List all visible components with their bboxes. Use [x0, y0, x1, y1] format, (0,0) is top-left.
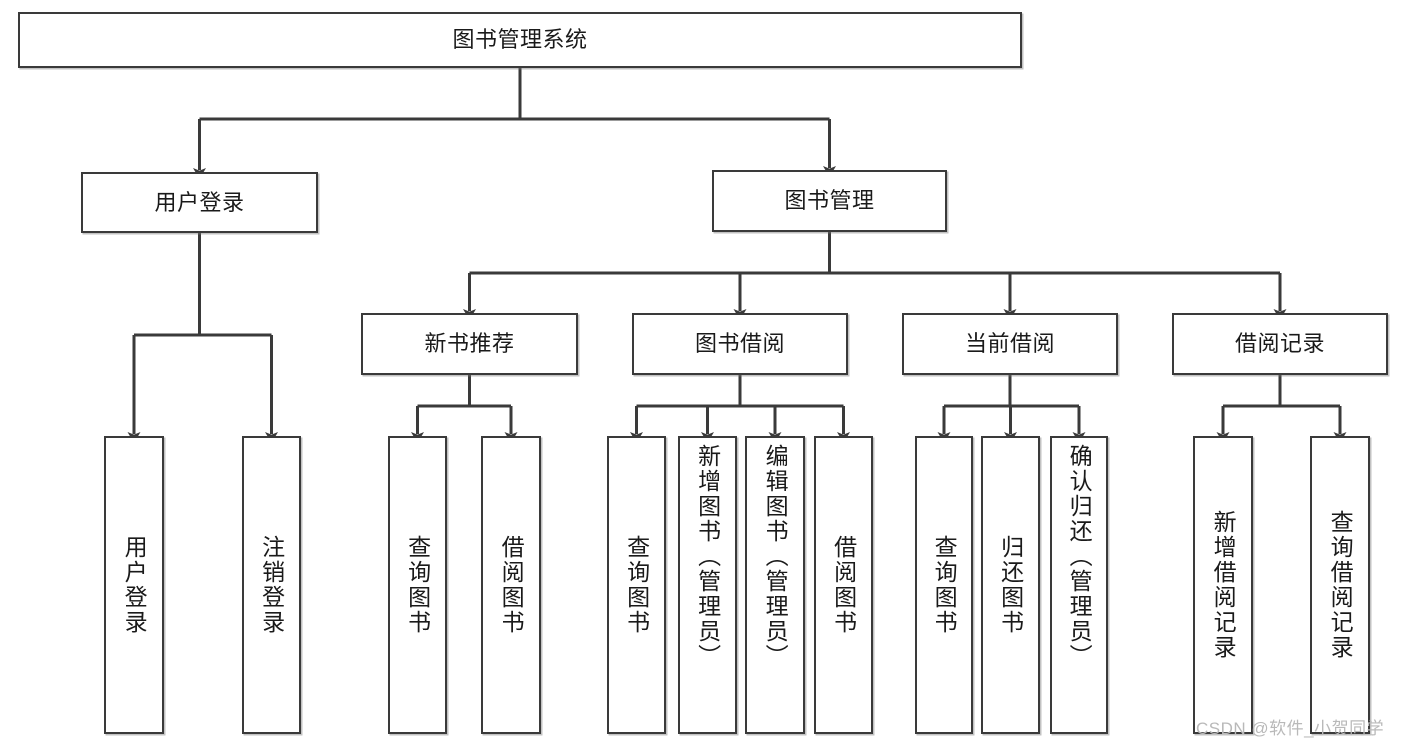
node-leaf-query-book-3[interactable]: 查询图书 — [915, 436, 973, 734]
node-new-book-rec[interactable]: 新书推荐 — [361, 313, 578, 375]
node-leaf-query-record[interactable]: 查询借阅记录 — [1310, 436, 1370, 734]
node-label: 编辑图书（管理员） — [762, 444, 789, 669]
node-label: 当前借阅 — [964, 331, 1055, 357]
node-leaf-user-login[interactable]: 用户登录 — [104, 436, 164, 734]
node-label: 确认归还（管理员） — [1066, 444, 1093, 669]
csdn-watermark: CSDN @软件_小贺同学 — [1196, 719, 1385, 738]
node-label: 查询图书 — [931, 535, 958, 635]
node-leaf-add-record[interactable]: 新增借阅记录 — [1193, 436, 1253, 734]
node-label: 查询图书 — [623, 535, 650, 635]
node-leaf-confirm-return[interactable]: 确认归还（管理员） — [1050, 436, 1108, 734]
node-label: 新书推荐 — [424, 331, 515, 357]
node-user-login[interactable]: 用户登录 — [81, 172, 318, 233]
node-leaf-query-book-2[interactable]: 查询图书 — [607, 436, 666, 734]
node-label: 归还图书 — [997, 535, 1024, 635]
node-leaf-query-book-1[interactable]: 查询图书 — [388, 436, 447, 734]
node-borrow-record[interactable]: 借阅记录 — [1172, 313, 1388, 375]
node-leaf-borrow-book-1[interactable]: 借阅图书 — [481, 436, 541, 734]
node-book-manage[interactable]: 图书管理 — [712, 170, 947, 232]
node-label: 用户登录 — [154, 189, 245, 215]
node-leaf-user-logout[interactable]: 注销登录 — [242, 436, 301, 734]
node-label: 借阅图书 — [830, 535, 857, 635]
node-book-borrow[interactable]: 图书借阅 — [632, 313, 848, 375]
node-label: 新增图书（管理员） — [694, 444, 721, 669]
node-label: 新增借阅记录 — [1210, 510, 1237, 660]
node-label: 用户登录 — [121, 535, 148, 635]
node-current-borrow[interactable]: 当前借阅 — [902, 313, 1118, 375]
node-leaf-return-book[interactable]: 归还图书 — [981, 436, 1040, 734]
node-leaf-add-book[interactable]: 新增图书（管理员） — [678, 436, 737, 734]
node-label: 图书借阅 — [694, 331, 785, 357]
node-label: 借阅记录 — [1234, 331, 1325, 357]
node-root[interactable]: 图书管理系统 — [18, 12, 1022, 68]
node-leaf-edit-book[interactable]: 编辑图书（管理员） — [745, 436, 805, 734]
node-label: 注销登录 — [258, 535, 285, 635]
node-label: 图书管理系统 — [452, 27, 588, 53]
node-label: 查询图书 — [404, 535, 431, 635]
node-leaf-borrow-book-2[interactable]: 借阅图书 — [814, 436, 873, 734]
node-label: 借阅图书 — [498, 535, 525, 635]
node-label: 查询借阅记录 — [1327, 510, 1354, 660]
node-label: 图书管理 — [784, 188, 875, 214]
